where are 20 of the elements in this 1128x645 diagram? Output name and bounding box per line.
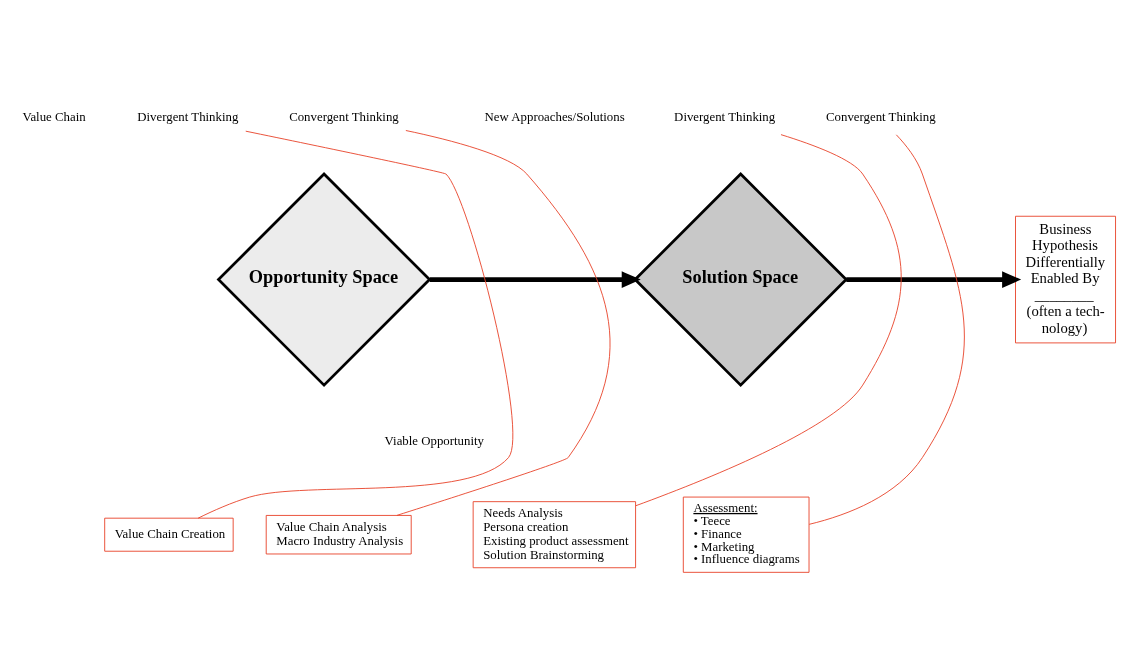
node-text: Convergent Thinking bbox=[289, 109, 399, 124]
connector bbox=[396, 129, 611, 516]
node-box: Business Hypothesis Differentially Enabled By ________ (often a tech- nology) bbox=[1015, 215, 1116, 343]
node-text: Divergent Thinking bbox=[674, 109, 776, 124]
node-box: Needs Analysis Persona creation Existing product assessment Solution Brainstorming bbox=[472, 500, 637, 568]
node-diamond: Opportunity Space bbox=[216, 171, 432, 387]
arrow bbox=[429, 270, 641, 288]
node-box: Assessment: • Teece • Finance • Marketing • Influence diagrams bbox=[682, 496, 810, 573]
node-box: Value Chain Analysis Macro Industry Analysis bbox=[265, 514, 412, 554]
label: Value Chain bbox=[22, 109, 86, 124]
arrow bbox=[846, 270, 1022, 288]
label: New Approaches/Solutions bbox=[484, 109, 625, 124]
connector bbox=[635, 133, 902, 506]
node-text: Divergent Thinking bbox=[137, 109, 239, 124]
connector bbox=[197, 130, 514, 519]
node-box: Value Chain Creation bbox=[104, 517, 234, 552]
connector bbox=[808, 133, 965, 525]
node-diamond: Solution Space bbox=[633, 171, 849, 387]
node-text: Convergent Thinking bbox=[826, 109, 936, 124]
label: Viable Opportunity bbox=[384, 432, 484, 447]
